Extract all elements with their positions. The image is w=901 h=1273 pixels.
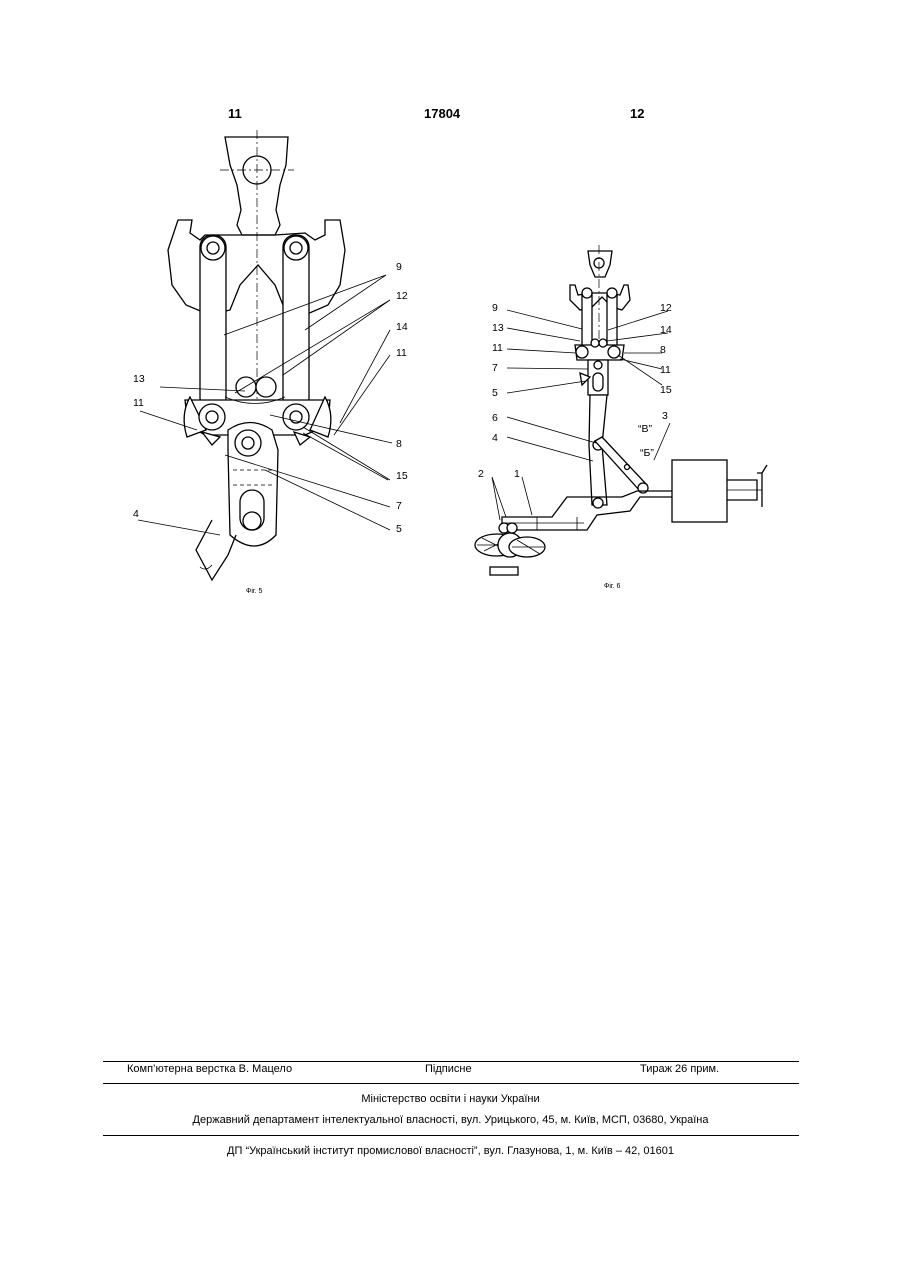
fig6-label: “Б” xyxy=(640,447,654,459)
patent-number: 17804 xyxy=(424,106,460,121)
fig5-label: 4 xyxy=(133,508,139,520)
fig6-label: 8 xyxy=(660,344,666,356)
fig5-label: 9 xyxy=(396,261,402,273)
fig6-label: “В” xyxy=(638,423,653,435)
fig6-label: 13 xyxy=(492,322,504,334)
fig6-label: 4 xyxy=(492,432,498,444)
fig5-label: 7 xyxy=(396,500,402,512)
fig6-label: 6 xyxy=(492,412,498,424)
figure-6-caption: Фіг. 6 xyxy=(604,582,620,590)
fig6-label: 3 xyxy=(662,410,668,422)
fig5-label: 5 xyxy=(396,523,402,535)
figure-6-drawing: 9 13 11 7 5 6 4 12 14 8 11 15 3 “В” “Б” … xyxy=(462,245,782,595)
fig5-label: 11 xyxy=(396,347,407,359)
footer-rule-top xyxy=(103,1061,799,1062)
fig5-label: 8 xyxy=(396,438,402,450)
fig6-label: 7 xyxy=(492,362,498,374)
fig5-label: 13 xyxy=(133,373,145,385)
footer-signed: Підписне xyxy=(425,1063,472,1075)
fig6-label: 9 xyxy=(492,302,498,314)
fig6-label: 14 xyxy=(660,324,672,336)
figure-5-caption: Фіг. 5 xyxy=(246,587,262,595)
left-page-number: 11 xyxy=(228,106,242,121)
figure-5-drawing: 9 12 14 11 13 11 8 15 7 4 5 Фіг. 5 xyxy=(100,125,430,605)
footer-rule-bottom xyxy=(103,1135,799,1136)
fig5-label: 15 xyxy=(396,470,408,482)
fig6-label: 1 xyxy=(514,468,520,480)
fig6-label: 11 xyxy=(660,364,671,376)
figure-6-callouts: 9 13 11 7 5 6 4 12 14 8 11 15 3 “В” “Б” … xyxy=(478,302,672,480)
fig5-label: 14 xyxy=(396,321,408,333)
fig6-label: 11 xyxy=(492,342,503,354)
fig6-label: 15 xyxy=(660,384,672,396)
fig6-label: 12 xyxy=(660,302,672,314)
fig5-label: 12 xyxy=(396,290,408,302)
fig6-label: 5 xyxy=(492,387,498,399)
footer-circulation: Тираж 26 прим. xyxy=(640,1063,719,1075)
footer-rule-middle xyxy=(103,1083,799,1084)
footer-ministry: Міністерство освіти і науки України xyxy=(0,1093,901,1105)
footer-institute: ДП “Український інститут промислової вла… xyxy=(0,1145,901,1157)
fig5-label: 11 xyxy=(133,397,144,409)
fig6-label: 2 xyxy=(478,468,484,480)
footer-typesetting: Комп’ютерна верстка В. Мацело xyxy=(127,1063,292,1075)
right-page-number: 12 xyxy=(630,106,644,121)
footer-department: Державний департамент інтелектуальної вл… xyxy=(0,1114,901,1126)
